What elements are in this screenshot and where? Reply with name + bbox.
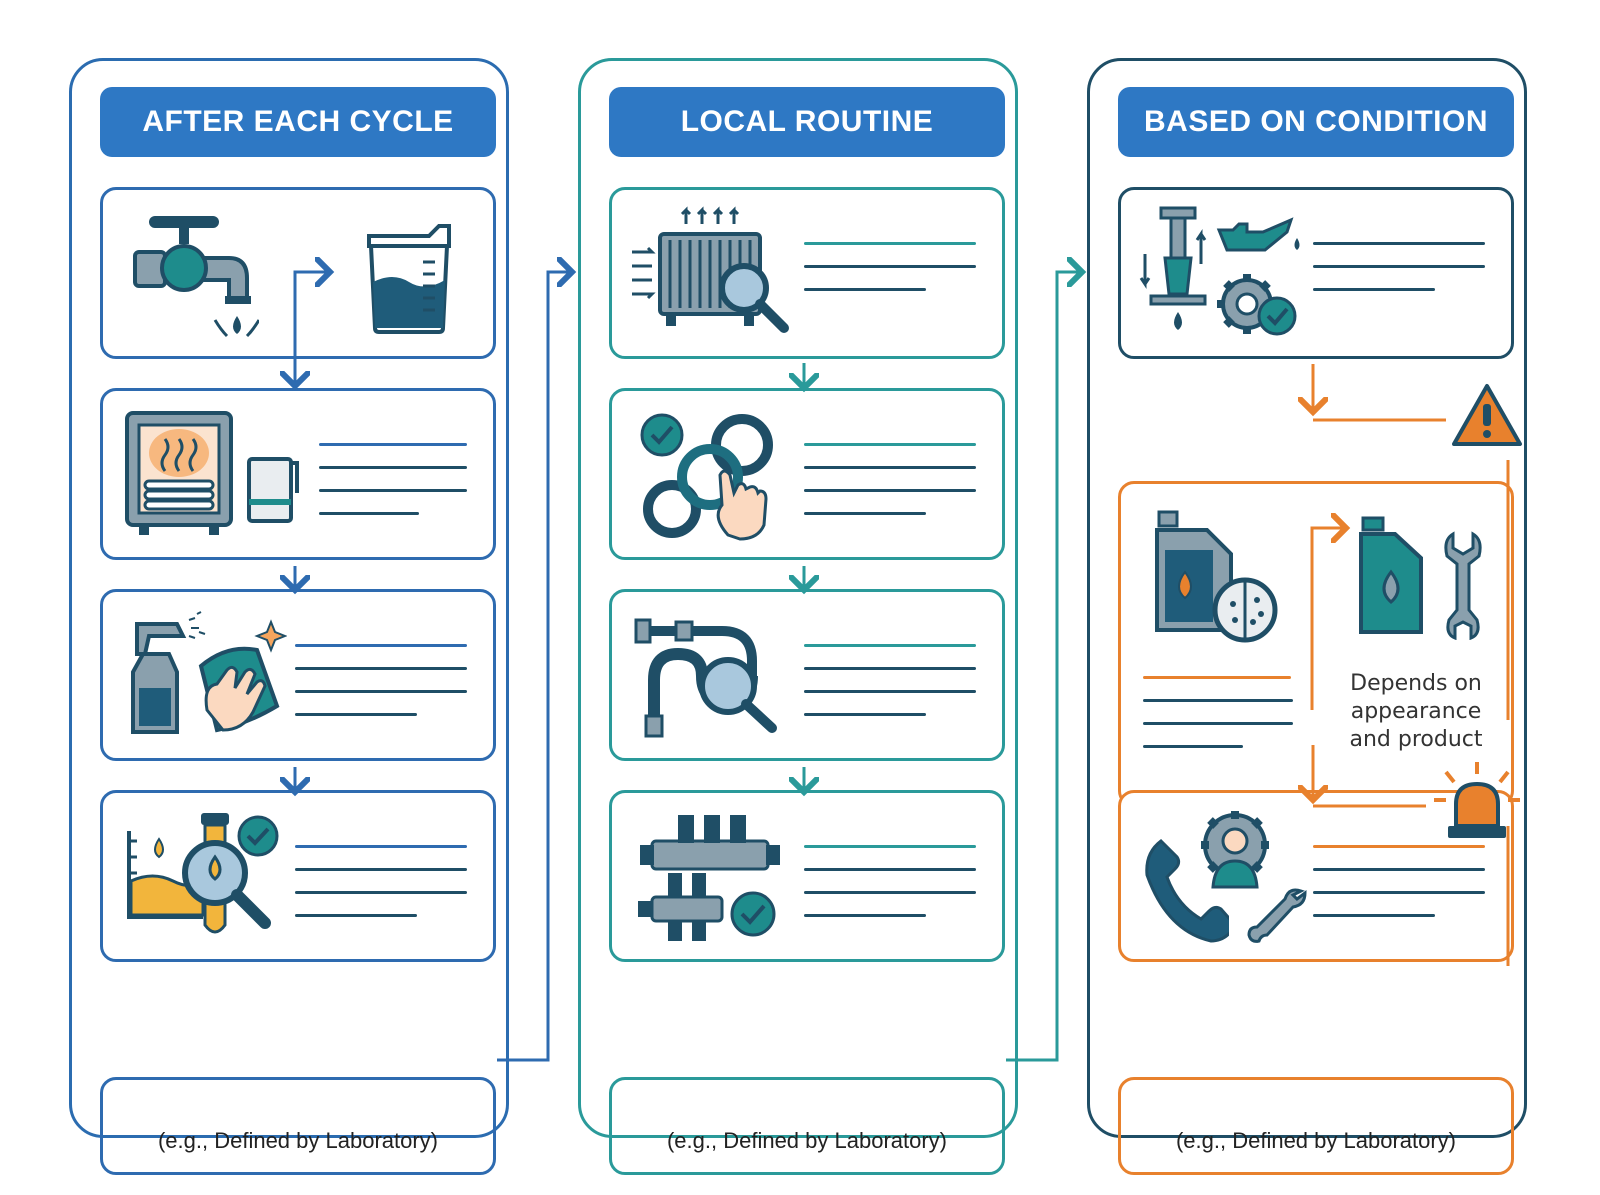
step-card-condition: Depends on appearance and product (1118, 481, 1514, 807)
step-card (609, 589, 1005, 761)
frequency-note: (e.g., Defined by Laboratory) (1118, 1077, 1514, 1175)
magnifier-icon (182, 813, 271, 934)
condition-note: Depends on appearance and product (1349, 671, 1483, 752)
drying-cabinet-icon (125, 411, 233, 535)
column-title: BASED ON CONDITION (1118, 87, 1514, 157)
oil-can-icon (1216, 217, 1300, 252)
check-icon (237, 815, 279, 857)
spray-bottle-icon (131, 611, 206, 734)
column-based-on-condition: BASED ON CONDITION (1087, 58, 1527, 1175)
step-card (100, 187, 496, 359)
towel-icon (247, 457, 299, 523)
step-card (609, 388, 1005, 560)
step-card (1118, 187, 1514, 359)
check-icon (730, 891, 776, 937)
column-title: AFTER EACH CYCLE (100, 87, 496, 157)
o-rings-icon (640, 413, 773, 541)
wiping-hand-icon (198, 619, 287, 733)
frequency-note: (e.g., Defined by Laboratory) (609, 1077, 1005, 1175)
column-local-routine: LOCAL ROUTINE (578, 58, 1018, 1175)
pump-icon (1139, 206, 1207, 330)
step-card (100, 589, 496, 761)
contamination-icon (1212, 577, 1278, 643)
wrench-icon (1444, 531, 1482, 640)
oil-bottle-icon (1359, 516, 1423, 634)
container-icon (367, 224, 451, 334)
frequency-note: (e.g., Defined by Laboratory) (100, 1077, 496, 1175)
phone-icon (1145, 839, 1229, 943)
technician-icon (1201, 811, 1269, 889)
step-card (100, 790, 496, 962)
warning-icon (1452, 384, 1522, 446)
step-card (1118, 790, 1514, 962)
hose-icon (634, 618, 777, 738)
column-title: LOCAL ROUTINE (609, 87, 1005, 157)
gear-icon (1217, 274, 1297, 336)
wrench-icon (1247, 888, 1307, 943)
alarm-light-icon (1434, 762, 1520, 838)
step-card (609, 790, 1005, 962)
step-card (100, 388, 496, 560)
manifold-icon (638, 815, 780, 941)
radiator-icon (632, 206, 789, 333)
faucet-icon (133, 216, 259, 338)
step-card (609, 187, 1005, 359)
column-after-each-cycle: AFTER EACH CYCLE (69, 58, 509, 1175)
